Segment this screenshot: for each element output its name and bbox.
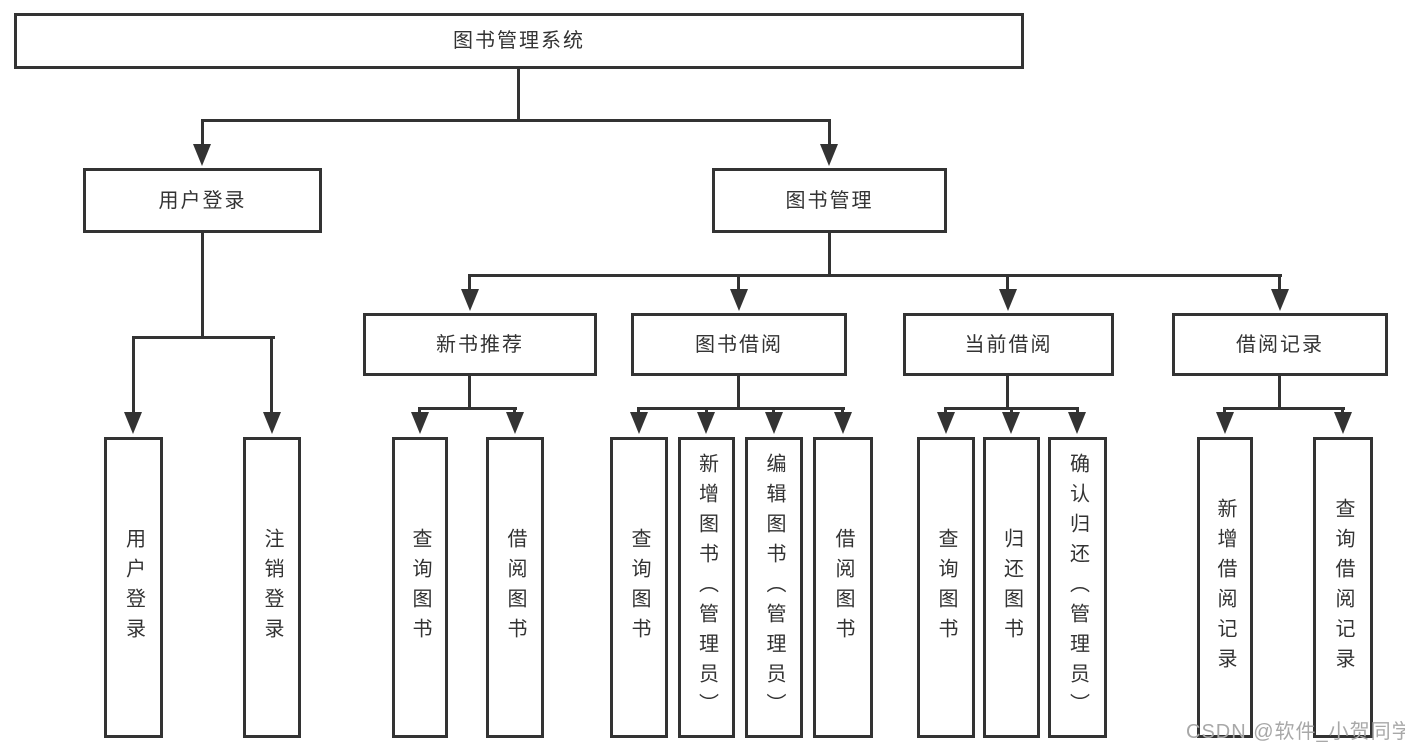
connector-leaf [1076,408,1079,415]
arrow-down-icon [461,289,479,311]
connector-leaf [841,408,844,415]
connector-new-book-stub [468,376,471,407]
connector-leaf [772,408,775,415]
arrow-down-icon [1002,412,1020,434]
connector-to-book-borrowing [737,277,740,290]
arrow-down-icon [937,412,955,434]
node-leaf-borrow-books-1-label: 借阅图书 [504,527,526,648]
arrow-down-icon [1216,412,1234,434]
connector-borrow-records-stub [1278,376,1281,407]
node-leaf-query-books-2: 查询图书 [610,437,668,738]
node-leaf-borrow-books-2: 借阅图书 [813,437,873,738]
connector-leaf [637,408,640,415]
arrow-down-icon [834,412,852,434]
node-leaf-user-login-label: 用户登录 [122,527,145,648]
connector-leaf [1010,408,1013,415]
node-library-system-label: 图书管理系统 [453,30,585,52]
connector-to-borrow-records [1278,277,1281,290]
node-user-login-label: 用户登录 [158,189,247,212]
connector-leaf [944,408,947,415]
connector-new-book-bar [418,407,517,410]
connector-root-stub [517,69,520,119]
node-leaf-query-books-3-label: 查询图书 [935,527,957,648]
node-leaf-borrow-books-2-label: 借阅图书 [832,527,854,648]
node-leaf-edit-book-admin: 编辑图书（管理员） [745,437,803,738]
connector-leaf [705,408,708,415]
node-book-borrowing: 图书借阅 [631,313,847,376]
node-leaf-add-borrow-record-label: 新增借阅记录 [1214,497,1236,678]
arrow-down-icon [263,412,281,434]
node-leaf-add-book-admin-label: 新增图书（管理员） [695,452,718,723]
arrow-down-icon [193,144,211,166]
node-user-login: 用户登录 [83,168,322,233]
node-leaf-add-borrow-record: 新增借阅记录 [1197,437,1253,738]
arrow-down-icon [820,144,838,166]
connector-to-leaf-logout [270,339,273,414]
node-book-borrowing-label: 图书借阅 [695,333,783,356]
node-leaf-return-book-label: 归还图书 [1000,527,1023,648]
node-new-book-recommend-label: 新书推荐 [436,333,524,356]
connector-leaf [513,408,516,415]
connector-book-borrowing-bar [637,407,845,410]
connector-to-book-management [828,121,831,146]
connector-to-leaf-user-login [132,339,135,414]
arrow-down-icon [765,412,783,434]
node-borrow-records-label: 借阅记录 [1236,333,1324,356]
node-leaf-confirm-return-admin: 确认归还（管理员） [1048,437,1107,738]
arrow-down-icon [630,412,648,434]
connector-level1-bar [201,119,831,122]
connector-book-management-stub [828,233,831,277]
connector-to-current-borrowing [1006,277,1009,290]
connector-to-new-book-recommend [468,277,471,290]
node-new-book-recommend: 新书推荐 [363,313,597,376]
node-leaf-query-books-2-label: 查询图书 [628,527,650,648]
node-borrow-records: 借阅记录 [1172,313,1388,376]
node-leaf-query-books-3: 查询图书 [917,437,975,738]
node-leaf-logout-label: 注销登录 [261,527,283,648]
node-leaf-user-login: 用户登录 [104,437,163,738]
connector-to-user-login [201,121,204,146]
node-current-borrowing: 当前借阅 [903,313,1114,376]
node-current-borrowing-label: 当前借阅 [964,333,1053,356]
arrow-down-icon [999,289,1017,311]
connector-current-borrowing-stub [1006,376,1009,407]
connector-borrow-records-bar [1223,407,1345,410]
connector-leaf [1223,408,1226,415]
node-library-system: 图书管理系统 [14,13,1024,69]
arrow-down-icon [506,412,524,434]
node-leaf-query-borrow-record: 查询借阅记录 [1313,437,1373,738]
node-leaf-logout: 注销登录 [243,437,301,738]
node-leaf-query-borrow-record-label: 查询借阅记录 [1332,497,1354,678]
arrow-down-icon [1068,412,1086,434]
connector-user-login-bar [132,336,275,339]
arrow-down-icon [697,412,715,434]
arrow-down-icon [411,412,429,434]
arrow-down-icon [124,412,142,434]
node-leaf-confirm-return-admin-label: 确认归还（管理员） [1066,452,1089,723]
connector-leaf [1341,408,1344,415]
node-book-management-label: 图书管理 [785,189,874,212]
connector-level2-bar [468,274,1282,277]
node-book-management: 图书管理 [712,168,947,233]
node-leaf-add-book-admin: 新增图书（管理员） [678,437,735,738]
node-leaf-query-books-1-label: 查询图书 [409,527,431,648]
node-leaf-edit-book-admin-label: 编辑图书（管理员） [763,452,785,723]
arrow-down-icon [730,289,748,311]
node-leaf-query-books-1: 查询图书 [392,437,448,738]
connector-user-login-stub [201,233,204,339]
arrow-down-icon [1271,289,1289,311]
node-leaf-borrow-books-1: 借阅图书 [486,437,544,738]
node-leaf-return-book: 归还图书 [983,437,1040,738]
connector-book-borrowing-stub [737,376,740,407]
arrow-down-icon [1334,412,1352,434]
connector-leaf [418,408,421,415]
csdn-watermark: CSDN @软件_小贺同学 [1186,721,1405,743]
